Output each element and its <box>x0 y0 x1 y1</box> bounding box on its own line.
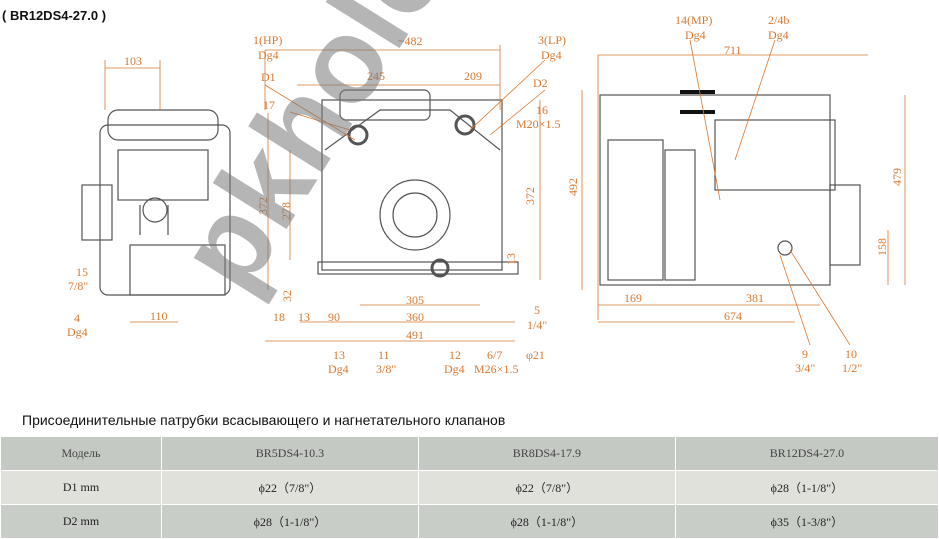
label-11-size: 3/8" <box>376 362 397 376</box>
table-cell: ϕ22（7/8"） <box>417 470 676 505</box>
dim-491: 491 <box>406 328 424 342</box>
table-header-row: Модель BR5DS4-10.3 BR8DS4-17.9 BR12DS4-2… <box>0 436 939 471</box>
label-18: 18 <box>273 310 285 324</box>
label-17: 17 <box>263 98 275 112</box>
dim-360: 360 <box>406 310 424 324</box>
dim-278: 278 <box>279 202 293 220</box>
label-13: 13 <box>333 348 345 362</box>
dim-372-right: 372 <box>523 187 537 205</box>
label-12: 12 <box>449 348 461 362</box>
header-cell: BR8DS4-17.9 <box>417 436 676 471</box>
dim-90: 90 <box>328 310 340 324</box>
dim-169: 169 <box>624 291 642 305</box>
label-lp: 3(LP) <box>538 33 566 47</box>
dim-372-left: 372 <box>256 197 270 215</box>
table-row: D1 mm ϕ22（7/8"） ϕ22（7/8"） ϕ28（1-1/8"） <box>0 470 939 505</box>
dim-209: 209 <box>464 69 482 83</box>
dim-381: 381 <box>746 291 764 305</box>
side-view-drawing <box>599 90 861 286</box>
label-10-size: 1/2" <box>842 361 863 375</box>
dim-245: 245 <box>367 69 385 83</box>
left-view-drawing <box>81 109 231 296</box>
dim-674: 674 <box>724 309 742 323</box>
label-phi21: φ21 <box>526 348 545 362</box>
label-4-size: Dg4 <box>67 325 88 339</box>
table-cell: ϕ28（1-1/8"） <box>417 504 676 539</box>
table-cell: ϕ28（1-1/8"） <box>674 470 939 505</box>
label-9: 9 <box>802 347 808 361</box>
dim-158: 158 <box>875 238 889 256</box>
label-10: 10 <box>845 347 857 361</box>
label-13-size: Dg4 <box>328 362 349 376</box>
label-15: 15 <box>76 265 88 279</box>
dimension-lines <box>104 39 906 346</box>
label-5-size: 1/4" <box>527 318 548 332</box>
label-d1: D1 <box>261 70 276 84</box>
dim-305: 305 <box>406 293 424 307</box>
table-cell: ϕ22（7/8"） <box>161 470 419 505</box>
label-15-size: 7/8" <box>68 279 89 293</box>
dim-13-vertical: 13 <box>504 253 518 265</box>
label-hp-dg: Dg4 <box>258 48 279 62</box>
table-cell: D1 mm <box>0 470 162 505</box>
technical-drawings <box>81 39 906 346</box>
dim-492: 492 <box>566 178 580 196</box>
label-hp: 1(HP) <box>253 33 283 47</box>
header-cell: BR5DS4-10.3 <box>161 436 419 471</box>
dim-32: 32 <box>280 290 294 302</box>
label-11: 11 <box>378 348 390 362</box>
table-cell: ϕ35（1-3/8"） <box>674 504 939 539</box>
dim-103: 103 <box>124 54 142 68</box>
label-d2: D2 <box>533 76 548 90</box>
front-view-drawing <box>317 89 519 278</box>
dim-13: 13 <box>298 310 310 324</box>
label-4: 4 <box>74 311 80 325</box>
connection-table: Модель BR5DS4-10.3 BR8DS4-17.9 BR12DS4-2… <box>0 436 939 539</box>
dim-479: 479 <box>890 168 904 186</box>
label-m26: M26×1.5 <box>474 362 519 376</box>
label-mp: 14(MP) <box>675 13 713 27</box>
table-row: D2 mm ϕ28（1-1/8"） ϕ28（1-1/8"） ϕ35（1-3/8"… <box>0 504 939 539</box>
drawing-title: ( BR12DS4-27.0 ) <box>2 8 107 23</box>
dim-482: ~482 <box>398 34 423 48</box>
label-5: 5 <box>534 303 540 317</box>
label-m20: M20×1.5 <box>516 117 561 131</box>
label-2-4b-size: Dg4 <box>768 28 789 42</box>
label-12-size: Dg4 <box>444 362 465 376</box>
label-16: 16 <box>536 103 548 117</box>
header-cell: BR12DS4-27.0 <box>674 436 939 471</box>
dim-711: 711 <box>724 43 742 57</box>
table-cell: ϕ28（1-1/8"） <box>161 504 419 539</box>
label-9-size: 3/4" <box>795 361 816 375</box>
table-caption: Присоединительные патрубки всасывающего … <box>22 412 506 428</box>
label-2-4b: 2/4b <box>768 13 790 27</box>
table-cell: D2 mm <box>0 504 162 539</box>
label-mp-dg: Dg4 <box>685 28 706 42</box>
header-cell: Модель <box>0 436 162 471</box>
dim-110: 110 <box>150 309 168 323</box>
label-6-7: 6/7 <box>487 348 503 362</box>
label-lp-dg: Dg4 <box>541 48 562 62</box>
